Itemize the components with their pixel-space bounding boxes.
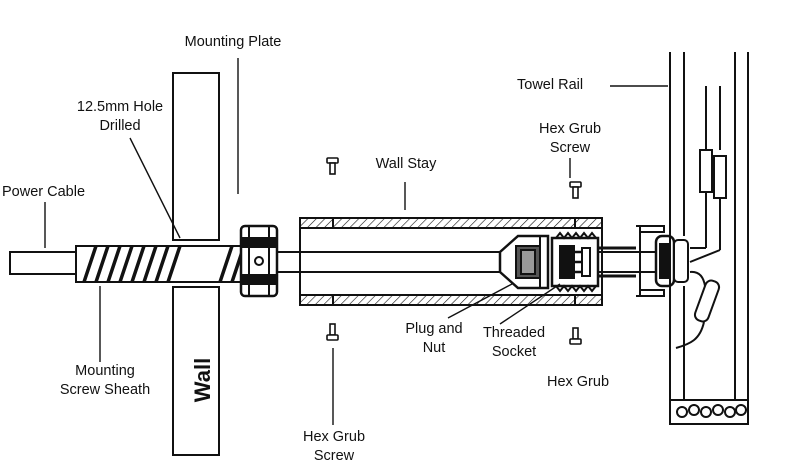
label-mounting-screw-sheath-line2: Screw Sheath xyxy=(59,382,151,398)
mounting-plate xyxy=(172,72,220,241)
label-hex-grub-screw-top-line2: Screw xyxy=(549,140,591,156)
leader-lines xyxy=(44,58,668,425)
label-plug-and-nut-line1: Plug and xyxy=(405,321,463,337)
label-hole-drilled-line1: 12.5mm Hole xyxy=(76,99,164,115)
hex-grub-screw-top-right xyxy=(569,181,582,199)
label-hex-grub-screw-top: Hex Grub Screw xyxy=(520,120,620,158)
hex-grub-screw-bottom-right xyxy=(569,327,582,345)
wall-stay xyxy=(299,217,603,306)
hex-grub-screw-top-left xyxy=(326,157,339,175)
label-mounting-screw-sheath-line1: Mounting xyxy=(75,363,135,379)
label-mounting-screw-sheath: Mounting Screw Sheath xyxy=(40,362,170,400)
label-hex-grub-screw-top-line1: Hex Grub xyxy=(538,121,602,137)
rail-bracket xyxy=(636,225,689,297)
label-threaded-socket-line2: Socket xyxy=(491,344,537,360)
label-threaded-socket: Threaded Socket xyxy=(474,324,554,362)
label-hole-drilled: 12.5mm Hole Drilled xyxy=(60,98,180,136)
label-hex-grub: Hex Grub xyxy=(546,374,610,390)
towel-rail xyxy=(669,52,749,425)
label-hex-grub-screw-bottom-line1: Hex Grub xyxy=(302,429,366,445)
hex-grub-screw-bottom-left xyxy=(326,323,339,341)
label-plug-and-nut: Plug and Nut xyxy=(394,320,474,358)
power-cable xyxy=(9,251,79,275)
label-hex-grub-screw-bottom-line2: Screw xyxy=(313,448,355,464)
label-mounting-plate: Mounting Plate xyxy=(184,34,282,50)
label-wall-stay: Wall Stay xyxy=(375,156,437,172)
mounting-screw-sheath xyxy=(75,245,246,283)
label-plug-and-nut-line2: Nut xyxy=(422,340,446,356)
wall-block xyxy=(172,286,220,456)
label-wall: Wall xyxy=(190,357,215,403)
label-power-cable: Power Cable xyxy=(2,184,86,200)
plug-and-nut xyxy=(498,234,550,290)
collar-nut xyxy=(239,224,279,298)
label-towel-rail: Towel Rail xyxy=(517,77,584,93)
threaded-socket xyxy=(550,231,600,293)
label-hex-grub-screw-bottom: Hex Grub Screw xyxy=(284,428,384,466)
label-threaded-socket-line1: Threaded xyxy=(482,325,546,341)
label-hole-drilled-line2: Drilled xyxy=(99,118,141,134)
